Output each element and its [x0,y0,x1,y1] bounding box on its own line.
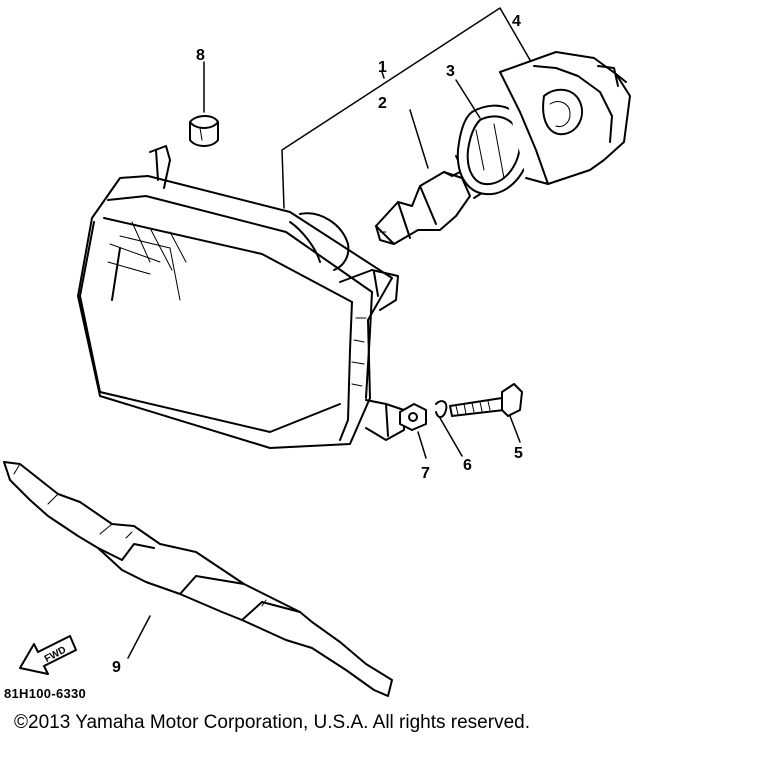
part-9-bar [3,461,393,697]
copyright-notice: ©2013 Yamaha Motor Corporation, U.S.A. A… [14,712,530,733]
headlight-unit [77,145,405,449]
callout-3: 3 [446,63,455,80]
callout-6: 6 [463,457,472,474]
assembly-bracket-lines [281,7,531,209]
diagram-code-label: 81H100-6330 [4,686,87,701]
callout-2: 2 [378,95,387,112]
part-2-bulb [375,109,491,245]
callout-8: 8 [196,47,205,64]
callout-7: 7 [421,465,430,482]
forward-arrow-icon: FWD [19,635,77,675]
part-4-cover [499,51,631,185]
callout-5: 5 [514,445,523,462]
part-6-washer [435,400,463,457]
callout-9: 9 [112,659,121,676]
callout-1: 1 [378,59,387,76]
part-5-bolt [449,383,523,443]
part-8-grommet [189,61,219,147]
callout-labels: 1 2 3 4 5 6 7 8 9 [112,13,523,676]
part-7-nut [399,403,427,459]
callout-4: 4 [512,13,521,30]
